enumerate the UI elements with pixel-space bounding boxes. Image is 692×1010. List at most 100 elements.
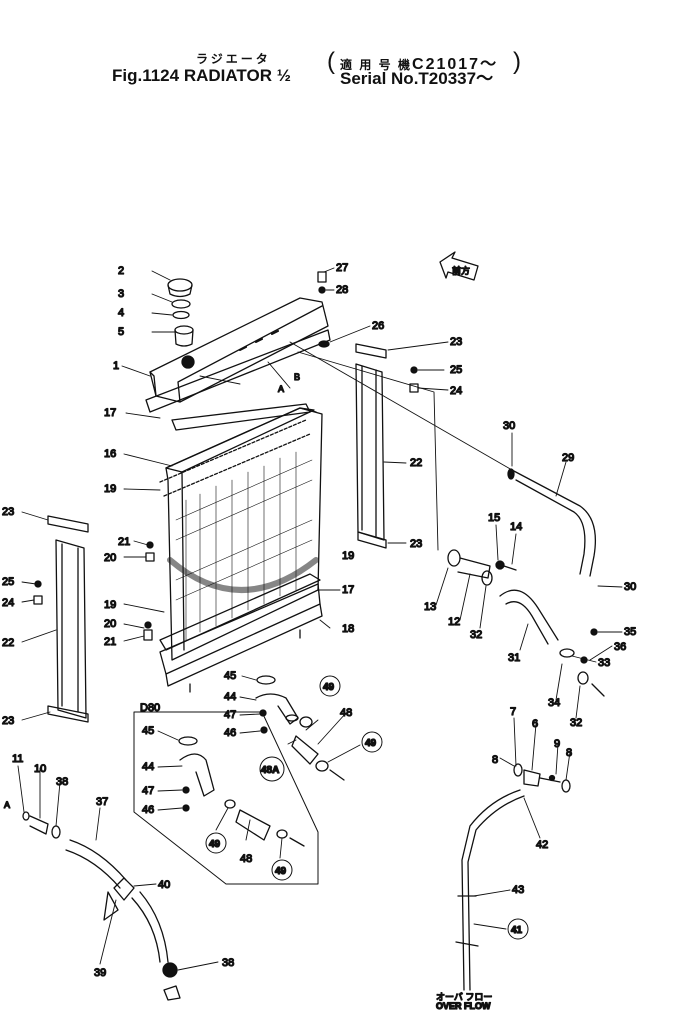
- reference-a-left: A: [4, 800, 10, 810]
- callout-12: 12: [448, 616, 460, 628]
- callout-22: 22: [2, 637, 14, 649]
- open-paren: (: [327, 48, 335, 75]
- callout-19: 19: [104, 483, 116, 495]
- callout-21: 21: [104, 636, 116, 648]
- callout-circle: [507, 918, 529, 940]
- callout-24: 24: [450, 385, 462, 397]
- callout-29: 29: [562, 452, 574, 464]
- overflow-label-japanese: オーバ フロー: [436, 992, 492, 1002]
- figure-title: Fig.1124 RADIATOR ½: [112, 66, 291, 85]
- callout-48: 48: [340, 707, 352, 719]
- callout-44: 44: [142, 761, 154, 773]
- callout-circle: [205, 832, 227, 854]
- callout-28: 28: [336, 284, 348, 296]
- close-paren: ): [513, 48, 521, 75]
- callout-36: 36: [614, 641, 626, 653]
- callout-38: 38: [222, 957, 234, 969]
- drain-valve: [513, 763, 571, 793]
- callout-24: 24: [2, 597, 14, 609]
- front-label: 前方: [452, 265, 470, 276]
- callout-circle: [271, 859, 293, 881]
- callout-8: 8: [492, 754, 498, 766]
- callout-19: 19: [342, 550, 354, 562]
- callout-16: 16: [104, 448, 116, 460]
- callout-11: 11: [12, 753, 23, 765]
- callout-34: 34: [548, 697, 560, 709]
- callout-5: 5: [118, 326, 124, 338]
- callout-circle: [319, 675, 341, 697]
- inset-box-d80: [133, 711, 319, 885]
- callout-15: 15: [488, 512, 500, 524]
- callout-31: 31: [508, 652, 520, 664]
- callout-47: 47: [224, 709, 236, 721]
- reference-b: B: [294, 372, 300, 382]
- serial-label-japanese: 適 用 号 機C21017～: [340, 50, 498, 74]
- callout-13: 13: [424, 601, 436, 613]
- callout-27: 27: [336, 262, 348, 274]
- callout-35: 35: [624, 626, 636, 638]
- callout-41: 41: [511, 925, 523, 936]
- fasteners: [33, 271, 419, 641]
- callout-49: 49: [209, 839, 221, 850]
- callout-9: 9: [554, 738, 560, 750]
- callout-2: 2: [118, 265, 124, 277]
- right-side-support: [355, 343, 387, 549]
- radiator-cap-assembly: [167, 278, 194, 347]
- callout-10: 10: [34, 763, 46, 775]
- inset-title: D80: [140, 702, 160, 714]
- callout-17: 17: [104, 407, 116, 419]
- lower-tank: [159, 573, 323, 693]
- front-direction-arrow-icon: [439, 251, 479, 281]
- callout-37: 37: [96, 796, 108, 808]
- callout-32: 32: [570, 717, 582, 729]
- callout-8: 8: [566, 747, 572, 759]
- callout-17: 17: [342, 584, 354, 596]
- callout-numbers: 2 3 4 5 1 17 16 19 27 28 26 23 25 24 22 …: [1, 261, 637, 979]
- water-outlet-assembly: [255, 675, 345, 781]
- callout-47: 47: [142, 785, 154, 797]
- callout-6: 6: [532, 718, 538, 730]
- water-inlet-pipe: [447, 549, 517, 586]
- callout-40: 40: [158, 879, 170, 891]
- callout-45: 45: [142, 725, 154, 737]
- title-japanese: ラジエータ: [196, 52, 271, 66]
- callout-49: 49: [275, 866, 287, 877]
- callout-48A: 48A: [261, 765, 279, 776]
- callout-20: 20: [104, 552, 116, 564]
- callout-circle: [259, 756, 285, 782]
- callout-21: 21: [118, 536, 130, 548]
- upper-tank: [145, 297, 331, 413]
- callout-25: 25: [450, 364, 462, 376]
- callout-48: 48: [240, 853, 252, 865]
- serial-jp-label: 適 用 号 機: [340, 58, 413, 72]
- callout-30: 30: [624, 581, 636, 593]
- callout-23: 23: [410, 538, 422, 550]
- callout-33: 33: [598, 657, 610, 669]
- serial-number: Serial No.T20337～: [340, 69, 494, 88]
- callout-42: 42: [536, 839, 548, 851]
- left-side-support: [47, 515, 89, 723]
- callout-49: 49: [323, 682, 335, 693]
- leader-lines: [17, 267, 623, 971]
- callout-3: 3: [118, 288, 124, 300]
- reference-a: A: [278, 384, 284, 394]
- callout-circle: [361, 731, 383, 753]
- callout-30: 30: [503, 420, 515, 432]
- callout-7: 7: [510, 706, 516, 718]
- callout-25: 25: [2, 576, 14, 588]
- callout-26: 26: [372, 320, 384, 332]
- overflow-label: OVER FLOW: [436, 1001, 491, 1010]
- callout-1: 1: [113, 360, 119, 372]
- callout-43: 43: [512, 884, 524, 896]
- callout-20: 20: [104, 618, 116, 630]
- hose-clamps: [559, 628, 605, 697]
- radiator-core: [159, 403, 323, 661]
- callout-38: 38: [56, 776, 68, 788]
- callout-22: 22: [410, 457, 422, 469]
- callout-23: 23: [2, 506, 14, 518]
- callout-4: 4: [118, 307, 124, 319]
- overflow-pipe: [455, 789, 525, 991]
- callout-18: 18: [342, 623, 354, 635]
- callout-14: 14: [510, 521, 522, 533]
